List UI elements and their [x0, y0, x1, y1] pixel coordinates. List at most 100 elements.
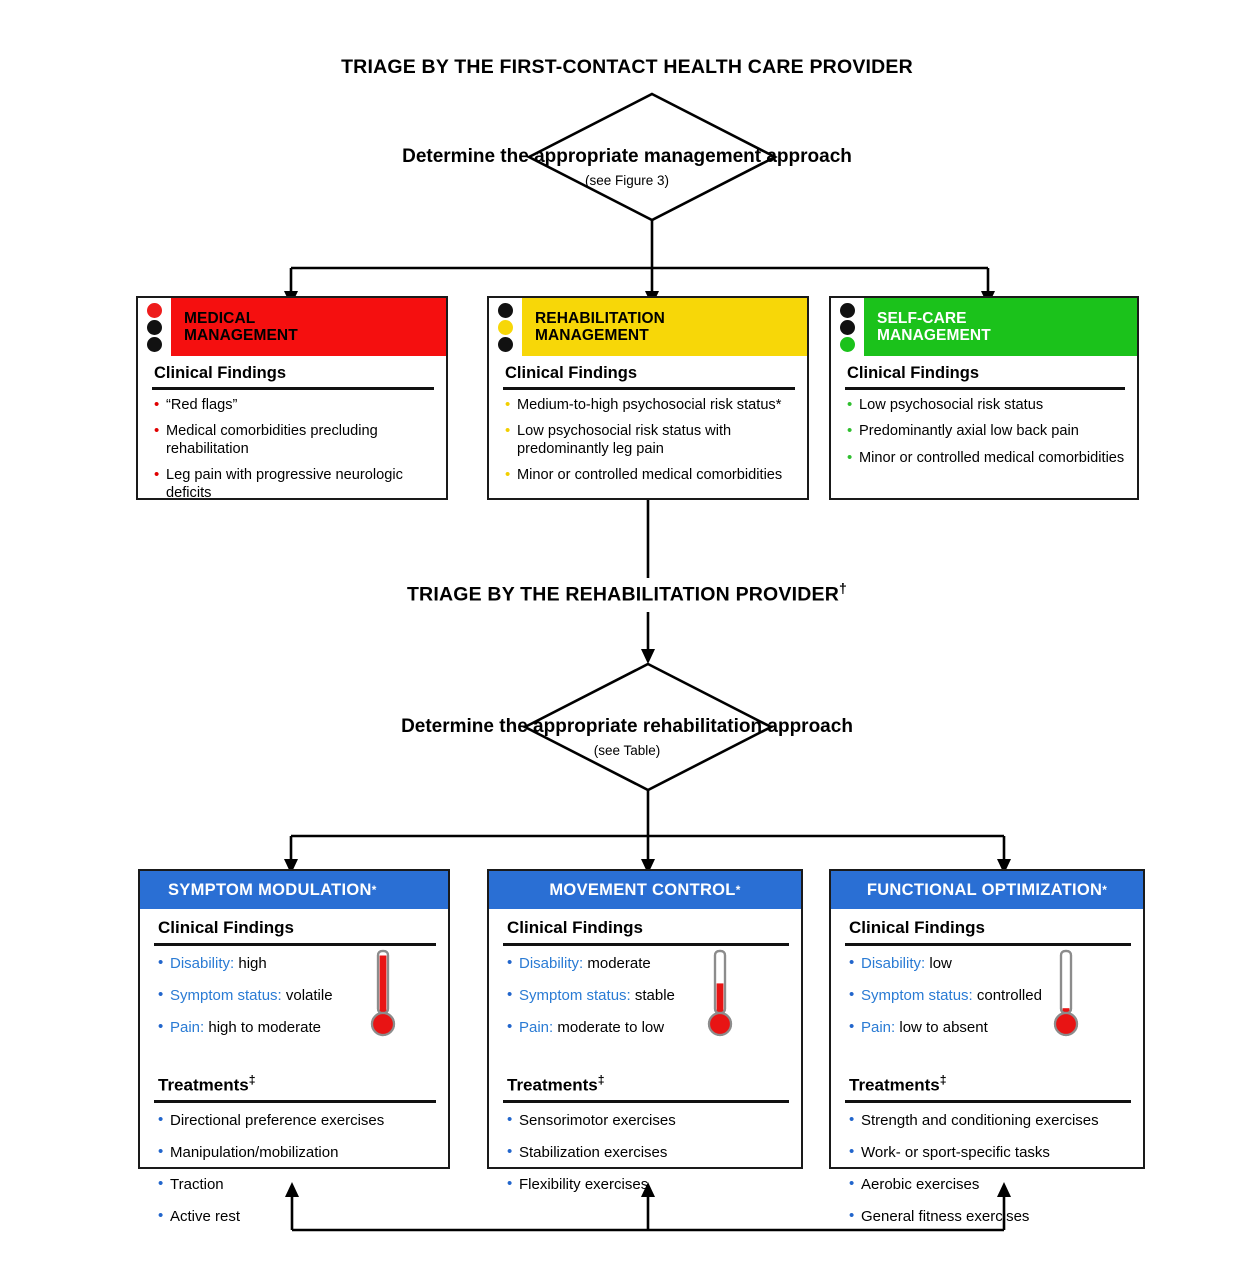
findings-heading-medical: Clinical Findings [154, 364, 287, 382]
card-title-line2: MANAGEMENT [877, 327, 991, 344]
card-title-line1: REHABILITATION [535, 309, 665, 327]
list-item: Symptom status: stable [507, 986, 791, 1005]
findings-heading-symptom-modulation: Clinical Findings [158, 918, 295, 937]
list-item: Disability: high [158, 954, 438, 973]
page-title-text: TRIAGE BY THE FIRST-CONTACT HEALTH CARE … [341, 56, 913, 78]
findings-heading-functional-optimization: Clinical Findings [849, 918, 986, 937]
finding-value: controlled [976, 986, 1042, 1004]
decision-label-text: Determine the appropriate management app… [402, 146, 852, 167]
finding-key: Pain: [861, 1018, 896, 1036]
traffic-light-icon [138, 298, 171, 356]
list-item: Minor or controlled medical comorbiditie… [505, 466, 797, 485]
decision-label-text: Determine the appropriate rehabilitation… [401, 716, 853, 737]
list-item: Predominantly axial low back pain [847, 422, 1127, 441]
findings-heading-movement-control: Clinical Findings [507, 918, 644, 937]
finding-value: low [929, 954, 952, 972]
treatments-heading-text: Treatments [158, 1075, 249, 1095]
list-item: Medium-to-high psychosocial risk status* [505, 396, 797, 415]
card-title-medical: MEDICAL MANAGEMENT [171, 298, 446, 356]
connector-rehab-to-triage2 [646, 500, 650, 578]
divider-rule [845, 387, 1125, 390]
card-title-line2: MANAGEMENT [184, 327, 298, 344]
treatments-heading-text: Treatments [849, 1075, 940, 1095]
findings-body-functional-optimization: Disability: low Symptom status: controll… [831, 946, 1143, 1059]
decision-sublabel-rehabilitation: (see Table) [0, 743, 1254, 758]
finding-key: Pain: [519, 1018, 554, 1036]
decision-label-management: Determine the appropriate management app… [0, 146, 1254, 168]
divider-rule [503, 943, 789, 946]
findings-heading-self-care: Clinical Findings [847, 364, 980, 382]
treatments-list-symptom-modulation: Directional preference exercises Manipul… [140, 1103, 448, 1248]
treatments-heading-movement-control: Treatments‡ [489, 1059, 801, 1101]
traffic-light-red-dot [147, 302, 162, 318]
finding-value: stable [634, 986, 675, 1004]
asterisk-marker: * [371, 883, 377, 897]
findings-list-symptom-modulation: Disability: high Symptom status: volatil… [140, 946, 448, 1059]
list-item: Low psychosocial risk status [847, 396, 1127, 415]
finding-value: moderate [587, 954, 651, 972]
card-header-medical: MEDICAL MANAGEMENT [138, 298, 446, 356]
list-item: Directional preference exercises [158, 1111, 438, 1130]
decision-sublabel-text: (see Table) [593, 743, 661, 758]
page-title-text: TRIAGE BY THE REHABILITATION PROVIDER [406, 583, 840, 606]
divider-rule [845, 1100, 1131, 1103]
traffic-light-green-dot [840, 336, 855, 352]
findings-heading-rehabilitation: Clinical Findings [505, 364, 638, 382]
list-item: “Red flags” [154, 396, 436, 415]
page-title-triage-rehab: TRIAGE BY THE REHABILITATION PROVIDER† [0, 580, 1254, 607]
divider-rule [152, 387, 434, 390]
dagger-marker: † [839, 580, 848, 596]
finding-value: moderate to low [557, 1018, 665, 1036]
finding-key: Symptom status: [170, 986, 282, 1004]
list-item: Leg pain with progressive neurologic def… [154, 466, 436, 502]
double-dagger-marker: ‡ [597, 1072, 605, 1087]
divider-rule [503, 1100, 789, 1103]
card-title-line1: SELF-CARE [877, 309, 967, 327]
traffic-light-amber-dot [147, 319, 162, 335]
card-header-rehabilitation: REHABILITATION MANAGEMENT [489, 298, 807, 356]
traffic-light-icon [489, 298, 522, 356]
list-item: Low psychosocial risk status with predom… [505, 422, 797, 458]
card-self-care-management[interactable]: SELF-CARE MANAGEMENT Clinical Findings L… [829, 296, 1139, 500]
card-movement-control[interactable]: MOVEMENT CONTROL* Clinical Findings Disa… [487, 869, 803, 1193]
card-rehabilitation-management[interactable]: REHABILITATION MANAGEMENT Clinical Findi… [487, 296, 809, 500]
list-item: Work- or sport-specific tasks [849, 1143, 1133, 1162]
list-item: Medical comorbidities precluding rehabil… [154, 422, 436, 458]
traffic-light-amber-dot [498, 319, 513, 335]
list-item: Aerobic exercises [849, 1175, 1133, 1194]
page-title-triage-first-contact: TRIAGE BY THE FIRST-CONTACT HEALTH CARE … [0, 56, 1254, 79]
findings-body-movement-control: Disability: moderate Symptom status: sta… [489, 946, 801, 1059]
traffic-light-icon [831, 298, 864, 356]
connector-feedback-loop [285, 1182, 1011, 1232]
list-item: Traction [158, 1175, 438, 1194]
traffic-light-green-dot [147, 336, 162, 352]
findings-list-self-care: Low psychosocial risk status Predominant… [831, 390, 1137, 474]
card-title-rehabilitation: REHABILITATION MANAGEMENT [522, 298, 807, 356]
decision-sublabel-management: (see Figure 3) [0, 173, 1254, 188]
finding-key: Pain: [170, 1018, 205, 1036]
thermometer-icon [370, 949, 396, 1036]
card-title-text: FUNCTIONAL OPTIMIZATION [866, 880, 1103, 899]
card-functional-optimization[interactable]: FUNCTIONAL OPTIMIZATION* Clinical Findin… [829, 869, 1145, 1225]
list-item: Disability: low [849, 954, 1133, 973]
card-symptom-modulation[interactable]: SYMPTOM MODULATION* Clinical Findings Di… [138, 869, 450, 1225]
findings-body-symptom-modulation: Disability: high Symptom status: volatil… [140, 946, 448, 1059]
list-item: Minor or controlled medical comorbiditie… [847, 449, 1127, 468]
finding-value: high [238, 954, 267, 972]
treatments-heading-symptom-modulation: Treatments‡ [140, 1059, 448, 1101]
findings-list-functional-optimization: Disability: low Symptom status: controll… [831, 946, 1143, 1059]
card-header-functional-optimization: FUNCTIONAL OPTIMIZATION* [831, 871, 1143, 909]
card-medical-management[interactable]: MEDICAL MANAGEMENT Clinical Findings “Re… [136, 296, 448, 502]
list-item: Disability: moderate [507, 954, 791, 973]
decision-label-rehabilitation: Determine the appropriate rehabilitation… [0, 716, 1254, 738]
divider-rule [154, 943, 436, 946]
list-item: Flexibility exercises [507, 1175, 791, 1194]
traffic-light-amber-dot [840, 319, 855, 335]
asterisk-marker: * [1102, 883, 1108, 897]
card-title-line2: MANAGEMENT [535, 327, 649, 344]
treatments-heading-text: Treatments [507, 1075, 598, 1095]
list-item: General fitness exercises [849, 1207, 1133, 1226]
findings-list-rehabilitation: Medium-to-high psychosocial risk status*… [489, 390, 807, 491]
card-title-text: SYMPTOM MODULATION [168, 880, 372, 899]
card-title-text: MOVEMENT CONTROL [549, 880, 736, 899]
